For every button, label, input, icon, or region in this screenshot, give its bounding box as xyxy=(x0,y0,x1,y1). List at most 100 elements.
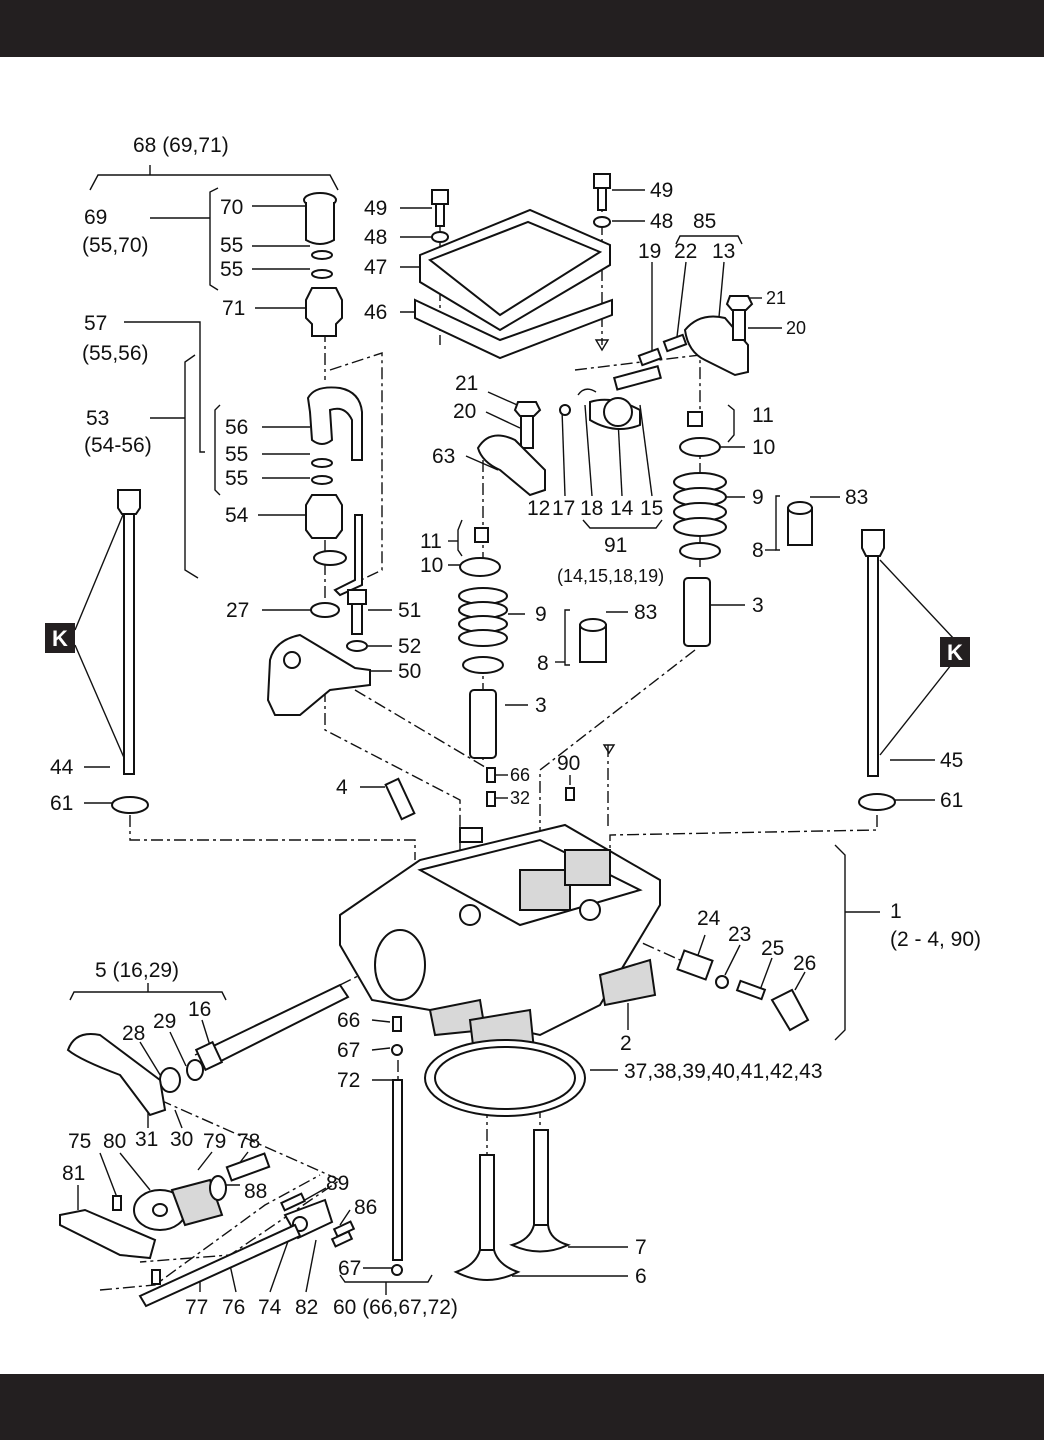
label-70: 70 xyxy=(220,196,243,219)
label-71: 71 xyxy=(222,297,245,320)
label-17: 17 xyxy=(552,497,575,520)
label-19: 19 xyxy=(638,240,661,263)
label-10a: 10 xyxy=(420,554,443,577)
label-27: 27 xyxy=(226,599,249,622)
label-67b: 67 xyxy=(338,1257,361,1280)
k-label-left: K xyxy=(52,626,68,651)
label-13: 13 xyxy=(712,240,735,263)
label-8b: 8 xyxy=(752,539,764,562)
label-29: 29 xyxy=(153,1010,176,1033)
label-60: 60 (66,67,72) xyxy=(333,1296,458,1319)
label-20a: 20 xyxy=(786,318,806,338)
label-69-sub: (55,70) xyxy=(82,234,149,257)
label-51: 51 xyxy=(398,599,421,622)
label-9a: 9 xyxy=(535,603,547,626)
label-53-sub: (54-56) xyxy=(84,434,152,457)
label-89: 89 xyxy=(326,1172,349,1195)
label-1: 1 xyxy=(890,900,902,923)
label-66a: 66 xyxy=(510,765,530,785)
label-67a: 67 xyxy=(337,1039,360,1062)
label-48b: 48 xyxy=(650,210,673,233)
label-86: 86 xyxy=(354,1196,377,1219)
label-48a: 48 xyxy=(364,226,387,249)
label-6: 6 xyxy=(635,1265,647,1288)
label-50: 50 xyxy=(398,660,421,683)
label-61a: 61 xyxy=(50,792,73,815)
part-labels: 68 (69,71) 69 (55,70) 70 55 55 71 57 (55… xyxy=(50,134,981,1319)
spring-right xyxy=(673,472,727,537)
label-24: 24 xyxy=(697,907,721,930)
label-78: 78 xyxy=(237,1130,260,1153)
label-55b: 55 xyxy=(220,258,243,281)
label-55d: 55 xyxy=(225,467,248,490)
label-18: 18 xyxy=(580,497,603,520)
label-21b: 21 xyxy=(455,372,478,395)
label-57: 57 xyxy=(84,312,107,335)
k-badge-right: K xyxy=(940,637,970,667)
label-47: 47 xyxy=(364,256,387,279)
label-55a: 55 xyxy=(220,234,243,257)
spring-center xyxy=(458,587,508,647)
bottom-bar xyxy=(0,1374,1044,1440)
valve-7 xyxy=(509,1129,571,1253)
k-badge-left: K xyxy=(45,623,75,653)
label-88: 88 xyxy=(244,1180,267,1203)
label-1-sub: (2 - 4, 90) xyxy=(890,928,981,951)
label-3b: 3 xyxy=(752,594,764,617)
label-91-sub: (14,15,18,19) xyxy=(557,566,664,586)
label-52: 52 xyxy=(398,635,421,658)
label-14: 14 xyxy=(610,497,634,520)
cylinder-head xyxy=(339,823,661,1064)
label-2: 2 xyxy=(620,1032,632,1055)
valve-6 xyxy=(453,1154,521,1281)
label-11a: 11 xyxy=(420,530,442,553)
label-20b: 20 xyxy=(453,400,476,423)
label-11b: 11 xyxy=(752,404,774,427)
label-21a: 21 xyxy=(766,288,786,308)
label-74: 74 xyxy=(258,1296,282,1319)
label-32: 32 xyxy=(510,788,530,808)
label-31: 31 xyxy=(135,1128,158,1151)
label-22: 22 xyxy=(674,240,697,263)
label-30: 30 xyxy=(170,1128,193,1151)
label-83a: 83 xyxy=(634,601,657,624)
label-55c: 55 xyxy=(225,443,248,466)
label-37-43: 37,38,39,40,41,42,43 xyxy=(624,1060,823,1083)
label-49a: 49 xyxy=(364,197,387,220)
label-9b: 9 xyxy=(752,486,764,509)
label-80: 80 xyxy=(103,1130,126,1153)
label-57-sub: (55,56) xyxy=(82,342,149,365)
top-bar xyxy=(0,0,1044,57)
label-81: 81 xyxy=(62,1162,85,1185)
label-49b: 49 xyxy=(650,179,673,202)
label-72: 72 xyxy=(337,1069,360,1092)
label-75: 75 xyxy=(68,1130,91,1153)
label-53: 53 xyxy=(86,407,109,430)
label-10b: 10 xyxy=(752,436,775,459)
label-44: 44 xyxy=(50,756,74,779)
label-66b: 66 xyxy=(337,1009,360,1032)
label-61b: 61 xyxy=(940,789,963,812)
label-8a: 8 xyxy=(537,652,549,675)
label-15: 15 xyxy=(640,497,663,520)
label-28: 28 xyxy=(122,1022,145,1045)
k-label-right: K xyxy=(947,640,963,665)
label-7: 7 xyxy=(635,1236,647,1259)
parts xyxy=(59,173,896,1308)
label-12: 12 xyxy=(527,497,550,520)
label-3a: 3 xyxy=(535,694,547,717)
label-68: 68 (69,71) xyxy=(133,134,229,157)
label-25: 25 xyxy=(761,937,784,960)
label-45: 45 xyxy=(940,749,963,772)
label-77: 77 xyxy=(185,1296,208,1319)
label-69: 69 xyxy=(84,206,107,229)
label-26: 26 xyxy=(793,952,816,975)
label-4: 4 xyxy=(336,776,348,799)
label-83b: 83 xyxy=(845,486,868,509)
label-56: 56 xyxy=(225,416,248,439)
label-79: 79 xyxy=(203,1130,226,1153)
label-16: 16 xyxy=(188,998,211,1021)
label-46: 46 xyxy=(364,301,387,324)
label-23: 23 xyxy=(728,923,751,946)
